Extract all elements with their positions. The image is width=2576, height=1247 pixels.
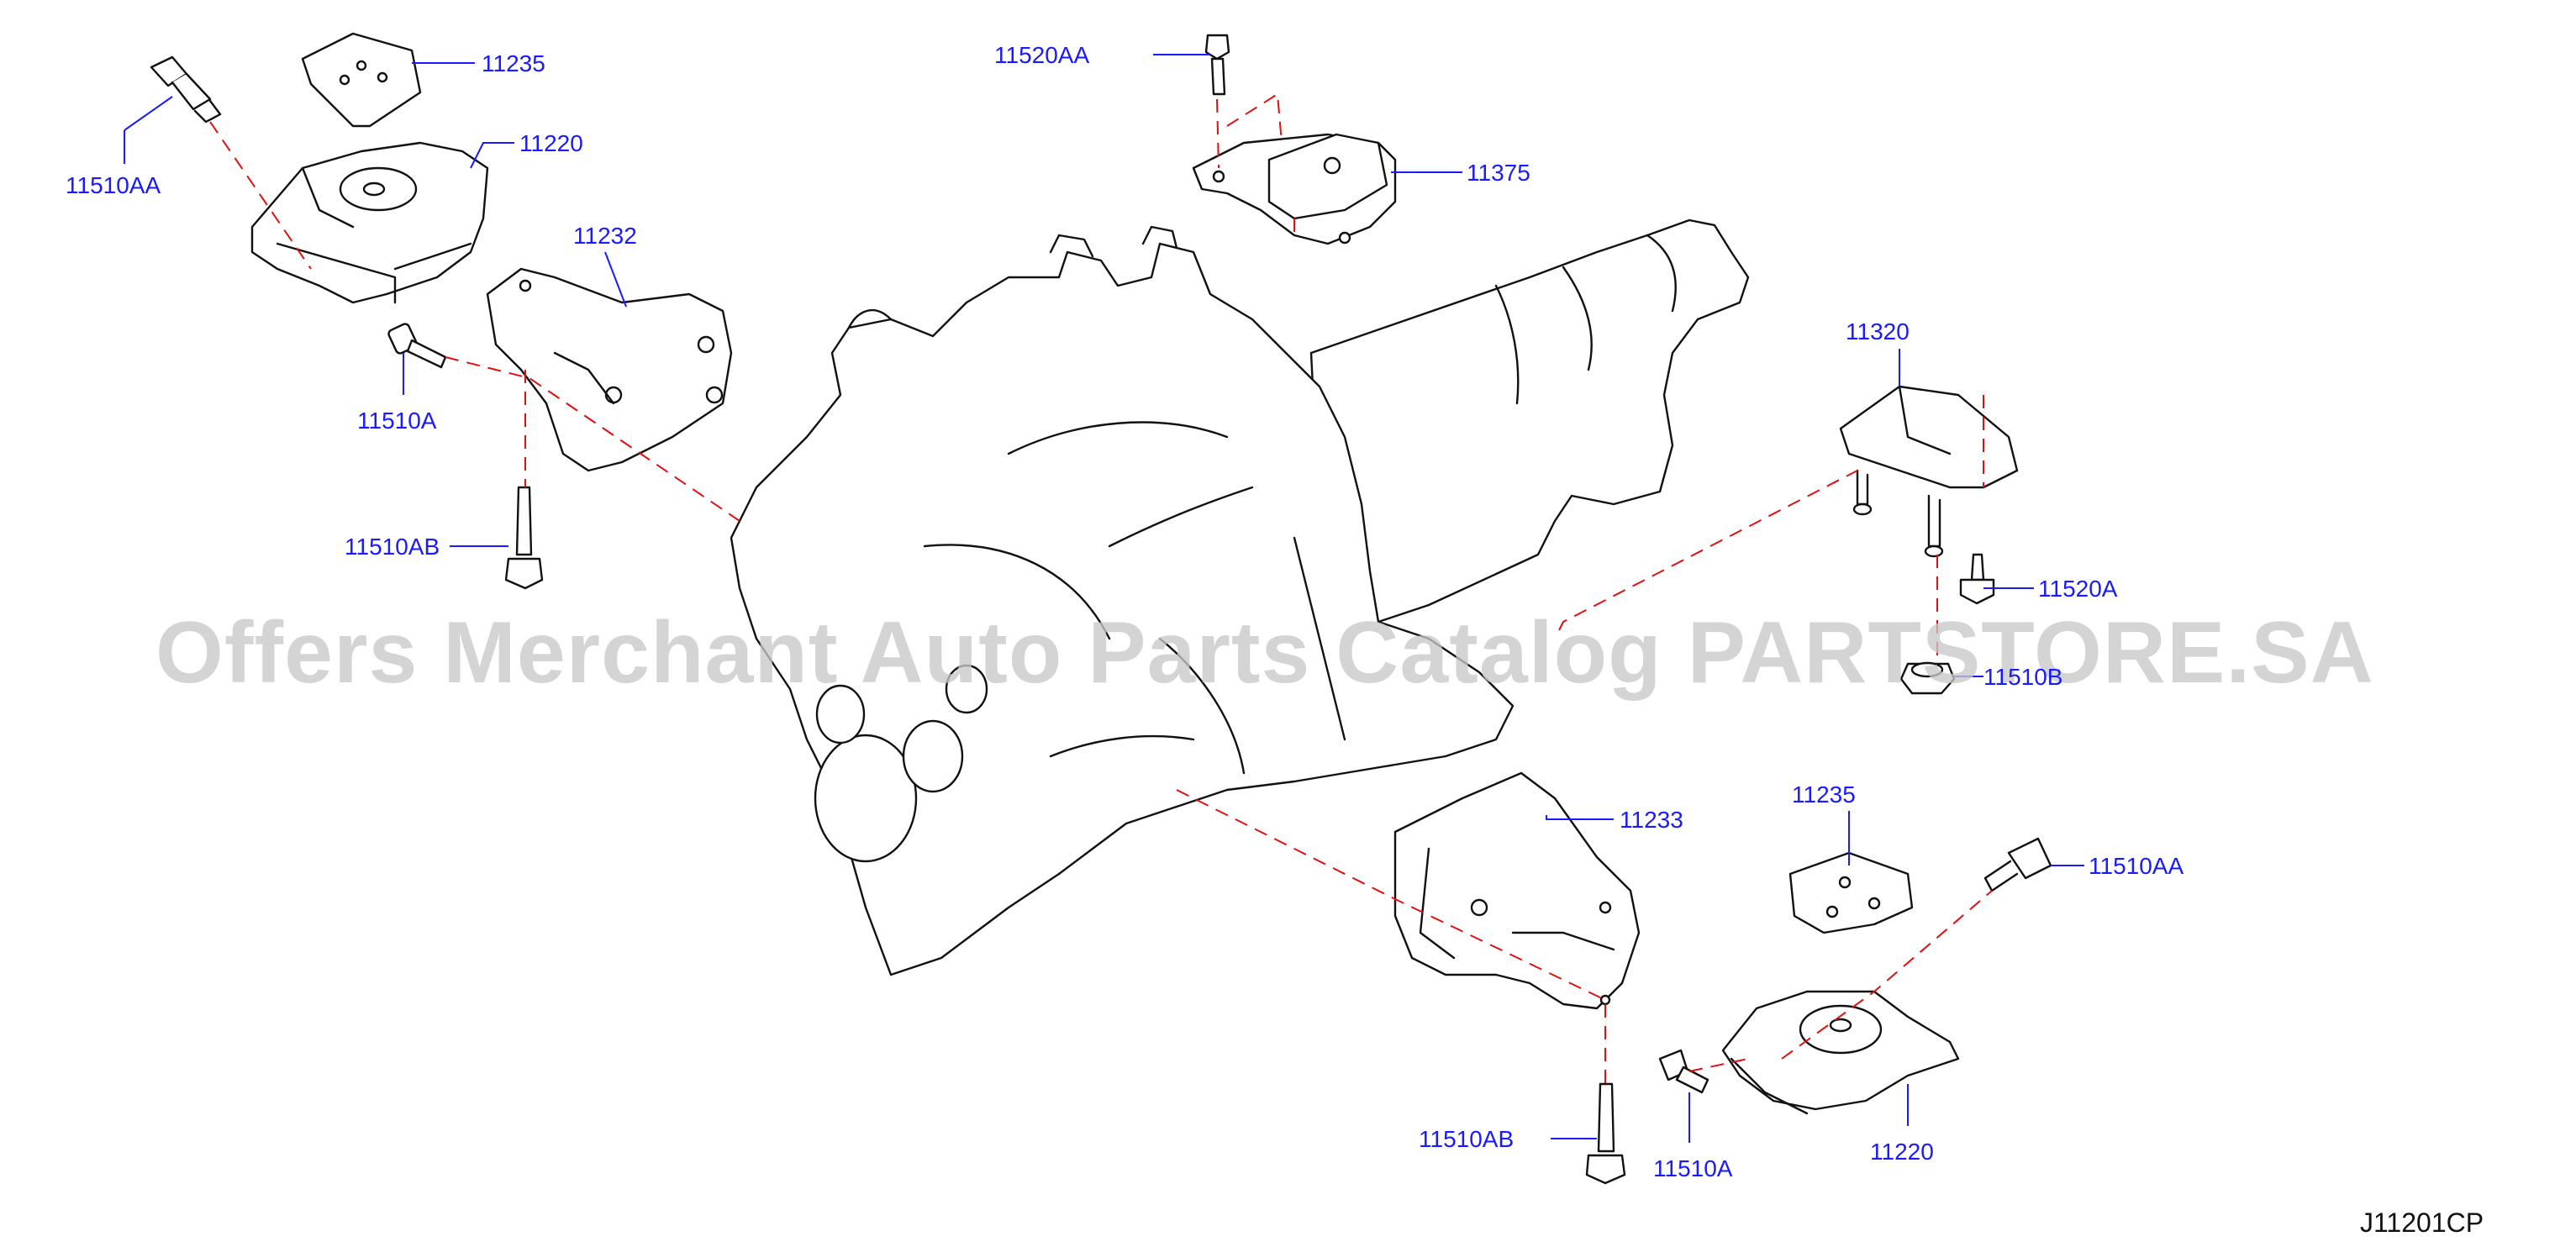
bolt-11510AB-left xyxy=(504,486,544,590)
bracket-11233 xyxy=(1393,771,1641,1010)
diagram-code: J11201CP xyxy=(2360,1208,2484,1238)
part-label-11235-top[interactable]: 11235 xyxy=(482,50,545,76)
engine-mount-11220-top xyxy=(250,141,489,304)
part-label-11510AA-top[interactable]: 11510AA xyxy=(66,172,161,198)
bracket-11232 xyxy=(486,267,733,472)
bolt-11510AA-bottom xyxy=(1983,837,2052,892)
bracket-11235-bottom xyxy=(1788,851,1914,934)
nut-11510B xyxy=(1899,661,1956,695)
catalog-watermark: Offers Merchant Auto Parts Catalog PARTS… xyxy=(155,604,2374,702)
part-label-11520AA[interactable]: 11520AA xyxy=(994,42,1089,68)
part-label-11235-bottom[interactable]: 11235 xyxy=(1792,781,1856,808)
transmission-mount-11320 xyxy=(1839,385,2019,558)
part-number-labels: 11235 11510AA 11220 11232 11510A 11510AB… xyxy=(66,42,2184,1181)
part-label-11232[interactable]: 11232 xyxy=(573,223,637,249)
part-label-11520A[interactable]: 11520A xyxy=(2038,576,2118,602)
crossmember-11375 xyxy=(1192,133,1397,245)
engine-mount-11220-bottom xyxy=(1721,990,1960,1115)
part-label-11510AA-bottom[interactable]: 11510AA xyxy=(2089,853,2184,879)
part-label-11510AB-left[interactable]: 11510AB xyxy=(345,534,440,560)
bolt-11510AB-bottom xyxy=(1585,1082,1626,1185)
assembly-guide-lines xyxy=(209,92,1993,1084)
part-label-11510A-bottom[interactable]: 11510A xyxy=(1653,1155,1733,1181)
part-label-11220-top[interactable]: 11220 xyxy=(519,130,583,156)
engine-transmission-outline xyxy=(730,218,1750,976)
bolt-11510AA-top xyxy=(150,55,222,124)
part-label-11320[interactable]: 11320 xyxy=(1846,318,1910,345)
bolt-11510A-left xyxy=(387,323,447,369)
part-label-11375[interactable]: 11375 xyxy=(1467,160,1530,186)
part-label-11220-bottom[interactable]: 11220 xyxy=(1870,1139,1934,1165)
bolt-11520A xyxy=(1959,553,1995,605)
part-label-11510B[interactable]: 11510B xyxy=(1983,664,2062,690)
part-label-11510AB-bottom[interactable]: 11510AB xyxy=(1419,1126,1514,1152)
callout-leader-lines xyxy=(124,54,2084,1143)
bracket-11235-top xyxy=(301,32,422,128)
part-label-11233[interactable]: 11233 xyxy=(1620,807,1683,833)
part-label-11510A-left[interactable]: 11510A xyxy=(357,408,437,434)
bolt-11520AA xyxy=(1204,34,1230,96)
bolt-11510A-bottom xyxy=(1658,1049,1709,1094)
